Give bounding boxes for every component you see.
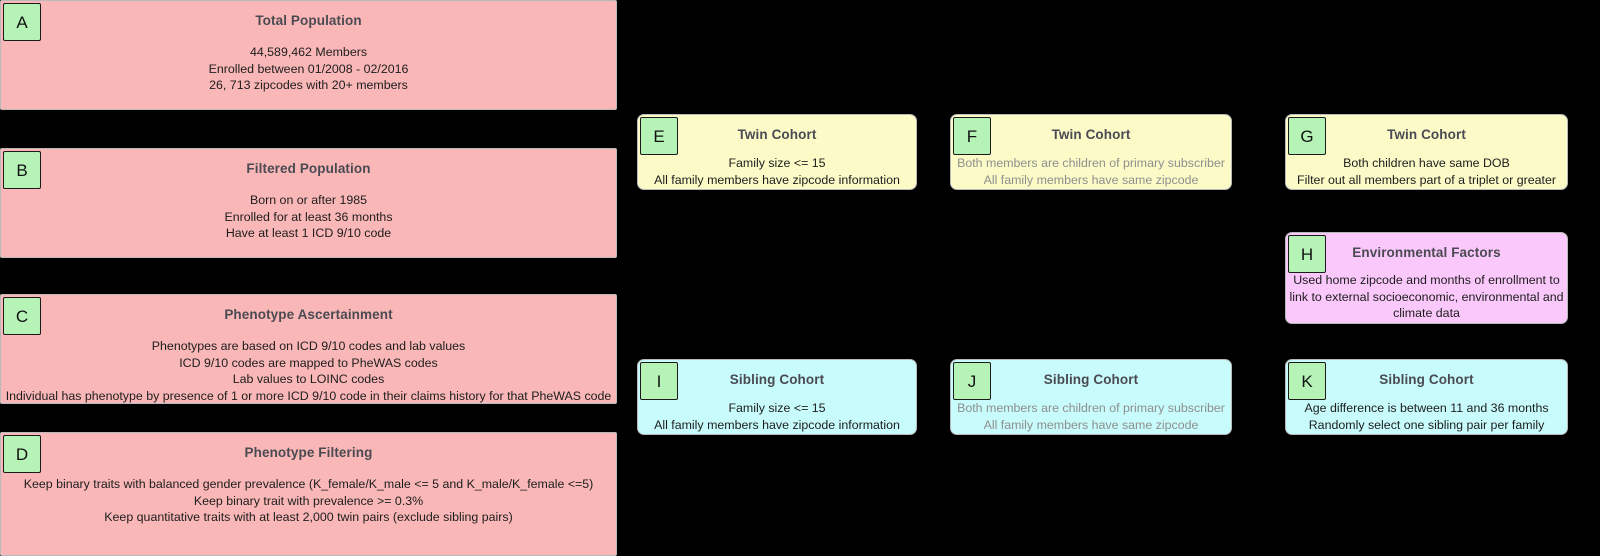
node-k-sibling-cohort[interactable]: K Sibling Cohort Age difference is betwe… <box>1285 359 1568 435</box>
node-badge-a: A <box>3 3 41 41</box>
node-text-line: Individual has phenotype by presence of … <box>5 388 612 403</box>
node-badge-b: B <box>3 151 41 189</box>
node-text-line: Family size <= 15 <box>728 156 826 170</box>
node-g-title: Twin Cohort <box>1387 127 1466 142</box>
node-text-line: All family members have same zipcode <box>983 172 1199 187</box>
node-f-twin-cohort[interactable]: F Twin Cohort Both members are children … <box>950 114 1232 190</box>
node-k-lines: Age difference is between 11 and 36 mont… <box>1286 400 1567 433</box>
node-text-line: All family members have zipcode informat… <box>654 417 900 432</box>
node-h-title: Environmental Factors <box>1352 245 1501 260</box>
node-text-line: 26, 713 zipcodes with 20+ members <box>209 78 408 92</box>
node-c-phenotype-ascertainment[interactable]: C Phenotype Ascertainment Phenotypes are… <box>0 294 617 404</box>
node-j-title: Sibling Cohort <box>1043 372 1139 387</box>
node-badge-i: I <box>640 362 678 400</box>
node-text-line: Family size <= 15 <box>728 401 826 415</box>
node-text-line: Keep quantitative traits with at least 2… <box>104 510 513 524</box>
node-g-twin-cohort[interactable]: G Twin Cohort Both children have same DO… <box>1285 114 1568 190</box>
node-a-title: Total Population <box>255 13 362 28</box>
node-f-title: Twin Cohort <box>1051 127 1131 142</box>
node-e-twin-cohort[interactable]: E Twin Cohort Family size <= 15 All famil… <box>637 114 917 190</box>
node-j-lines: Both members are children of primary sub… <box>951 400 1231 433</box>
node-i-lines: Family size <= 15 All family members have… <box>638 400 916 433</box>
node-i-sibling-cohort[interactable]: I Sibling Cohort Family size <= 15 All fa… <box>637 359 917 435</box>
node-c-title: Phenotype Ascertainment <box>224 307 393 322</box>
node-text-line: Phenotypes are based on ICD 9/10 codes a… <box>151 339 466 353</box>
node-j-sibling-cohort[interactable]: J Sibling Cohort Both members are childr… <box>950 359 1232 435</box>
node-badge-f: F <box>953 117 991 155</box>
node-badge-d: D <box>3 435 41 473</box>
node-text-line: Filter out all members part of a triplet… <box>1297 172 1556 187</box>
node-text-line: Both members are children of primary sub… <box>957 401 1225 415</box>
node-text-line: Have at least 1 ICD 9/10 code <box>225 226 392 240</box>
node-e-lines: Family size <= 15 All family members have… <box>638 155 916 188</box>
node-k-title: Sibling Cohort <box>1379 372 1474 387</box>
node-badge-j: J <box>953 362 991 400</box>
node-badge-k: K <box>1288 362 1326 400</box>
node-badge-g: G <box>1288 117 1326 155</box>
node-text-line: Both members are children of primary sub… <box>957 156 1225 170</box>
node-c-lines: Phenotypes are based on ICD 9/10 codes a… <box>1 338 616 403</box>
node-badge-c: C <box>3 297 41 335</box>
node-e-title: Twin Cohort <box>737 127 817 142</box>
node-b-title: Filtered Population <box>246 161 371 176</box>
node-d-title: Phenotype Filtering <box>244 445 373 460</box>
node-badge-h: H <box>1288 235 1326 273</box>
node-badge-e: E <box>640 117 678 155</box>
node-text-line: Both children have same DOB <box>1343 156 1510 170</box>
node-d-lines: Keep binary traits with balanced gender … <box>1 476 616 526</box>
node-b-filtered-population[interactable]: B Filtered Population Born on or after 1… <box>0 148 617 258</box>
node-g-lines: Both children have same DOB Filter out al… <box>1286 155 1567 188</box>
node-text-line: Randomly select one sibling pair per fam… <box>1308 417 1545 432</box>
node-h-environmental-factors[interactable]: H Environmental Factors Used home zipcod… <box>1285 232 1568 324</box>
node-text-line: Used home zipcode and months of enrollme… <box>1289 273 1564 320</box>
node-h-lines: Used home zipcode and months of enrollme… <box>1286 272 1567 322</box>
node-text-line: Lab values to LOINC codes <box>232 372 385 386</box>
node-i-title: Sibling Cohort <box>729 372 825 387</box>
node-text-line: 44,589,462 Members <box>249 45 368 59</box>
node-d-phenotype-filtering[interactable]: D Phenotype Filtering Keep binary traits… <box>0 432 617 556</box>
node-text-line: Keep binary traits with balanced gender … <box>23 477 594 491</box>
node-f-lines: Both members are children of primary sub… <box>951 155 1231 188</box>
node-text-line: Keep binary trait with prevalence >= 0.3… <box>193 493 424 508</box>
node-text-line: Enrolled between 01/2008 - 02/2016 <box>208 61 409 76</box>
node-text-line: Born on or after 1985 <box>249 193 368 207</box>
node-text-line: Age difference is between 11 and 36 mont… <box>1304 401 1549 415</box>
node-text-line: All family members have same zipcode <box>983 417 1199 432</box>
node-text-line: All family members have zipcode informat… <box>654 172 900 187</box>
node-text-line: Enrolled for at least 36 months <box>224 209 393 224</box>
node-text-line: ICD 9/10 codes are mapped to PheWAS code… <box>179 355 438 370</box>
